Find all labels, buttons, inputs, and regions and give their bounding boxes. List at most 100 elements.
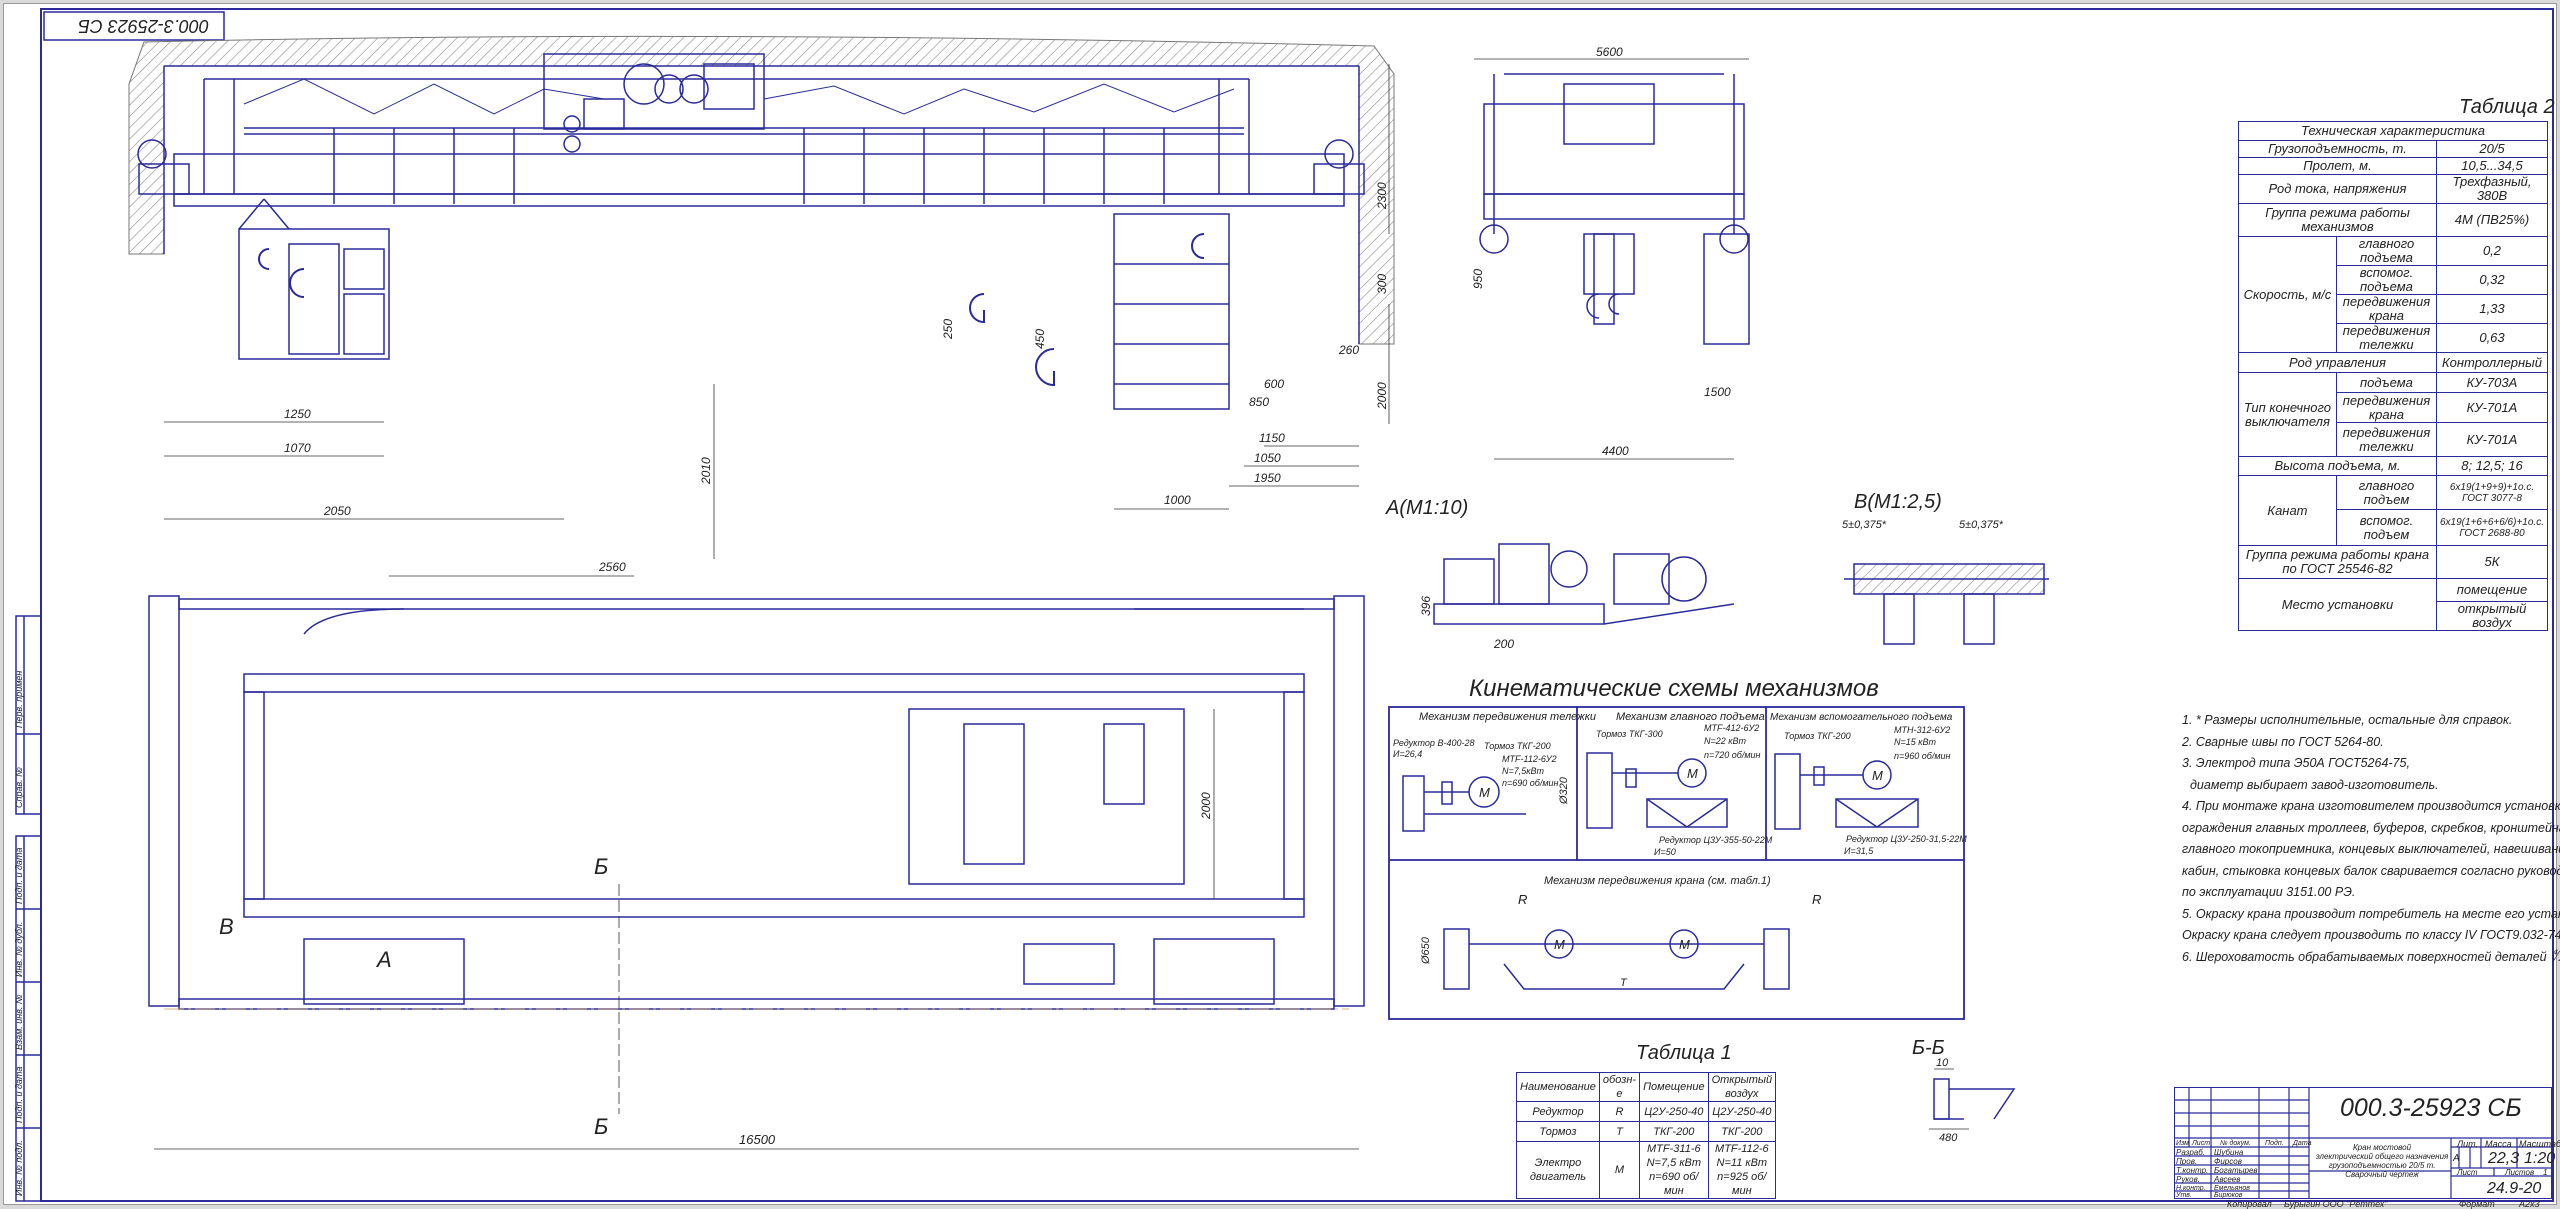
scheme-label: Ø320 xyxy=(1558,776,1570,805)
dim: 200 xyxy=(1493,637,1514,651)
spec-value: помещение xyxy=(2436,578,2548,602)
spec-value: 20/5 xyxy=(2436,140,2548,158)
spec-label: Скорость, м/с xyxy=(2238,236,2337,353)
spec-sublabel: передвижения тележки xyxy=(2335,323,2438,353)
col-header: Подп. xyxy=(2265,1140,2284,1147)
spec-sublabel: передвижения крана xyxy=(2335,392,2438,423)
dim: 2000 xyxy=(1199,792,1213,820)
title-drawing-number: 000.3-25923 СБ xyxy=(2340,1094,2522,1122)
note-line: Окраску крана следует производить по кла… xyxy=(2182,928,2560,942)
role-name: Богатырев xyxy=(2214,1166,2258,1175)
spec-value: КУ-701А xyxy=(2436,392,2548,423)
spec-label: Тип конечного выключателя xyxy=(2238,372,2337,457)
trolley-plan xyxy=(908,708,1185,885)
section-bb-drawing xyxy=(1929,1068,2016,1130)
scheme-label: МТF-412-6У2 xyxy=(1704,723,1759,733)
spec-label: Высота подъема, м. xyxy=(2238,456,2437,476)
dim: 1070 xyxy=(284,441,311,455)
side-dimension-lines xyxy=(164,64,1390,577)
scheme-label: N=15 кВт xyxy=(1894,737,1937,747)
scheme-label: N=22 кВт xyxy=(1704,736,1747,746)
view-mark: В xyxy=(219,914,234,939)
note-line: 2. Сварные швы по ГОСТ 5264-80. xyxy=(2182,734,2384,749)
drawing-sheet: Перв. примен Справ. № Подп. и дата Инв. … xyxy=(3,3,2560,1209)
dim: 1950 xyxy=(1254,471,1281,485)
title-block: 000.3-25923 СБ Кран мостовой электрическ… xyxy=(2174,1087,2560,1199)
spec-label: Группа режима работы крана по ГОСТ 25546… xyxy=(2238,545,2437,579)
scheme-label: n=720 об/мин xyxy=(1704,750,1761,760)
spec-sublabel: главного подъем xyxy=(2335,475,2438,510)
dim: 4400 xyxy=(1602,444,1629,458)
table-header: Открытый воздух xyxy=(1707,1072,1777,1102)
aux-hoist-scheme-title: Механизм вспомогательного подъема xyxy=(1770,712,1953,723)
table-header: Наименование xyxy=(1516,1072,1600,1102)
dim: 1250 xyxy=(284,407,311,421)
motor-symbol: M xyxy=(1554,937,1565,952)
lit-label: Лит. xyxy=(2457,1139,2479,1149)
spec-value: КУ-703А xyxy=(2436,372,2548,393)
description-line: Кран мостовой xyxy=(2352,1143,2412,1152)
scheme-label: N=7,5кВт xyxy=(1502,766,1545,776)
spec-value: открытый воздух xyxy=(2436,601,2548,631)
spec-label: Грузоподъемность, т. xyxy=(2238,140,2437,158)
spec-sublabel: вспомог. подъема xyxy=(2335,265,2438,295)
spec-sublabel: главного подъема xyxy=(2335,236,2438,266)
cell: T xyxy=(1598,1121,1641,1142)
cell: Редуктор xyxy=(1516,1101,1600,1122)
description-line: Сварочный чертеж xyxy=(2345,1170,2419,1179)
spec-value: 8; 12,5; 16 xyxy=(2436,456,2548,476)
scheme-label: Тормоз ТКГ-300 xyxy=(1596,729,1663,739)
note-line: по эксплуатации 3151.00 РЭ. xyxy=(2182,885,2356,899)
dim: 850 xyxy=(1249,395,1269,409)
kinematic-symbols xyxy=(1402,752,1919,990)
spec-value: 0,32 xyxy=(2436,265,2548,295)
scheme-label: Редуктор В-400-28 xyxy=(1393,738,1474,748)
strip-label: Инв. № дубл. xyxy=(14,922,24,977)
cell: Электро двигатель xyxy=(1516,1141,1600,1199)
view-a-title: А(М1:10) xyxy=(1385,497,1468,519)
crane-end-view xyxy=(1474,58,1750,460)
strip-label: Справ. № xyxy=(14,767,24,808)
kinematics-title: Кинематические схемы механизмов xyxy=(1469,675,1879,702)
role-name: Бирюков xyxy=(2214,1192,2243,1199)
ceiling-hatch xyxy=(128,35,1395,345)
strip-label: Подп. и дата xyxy=(14,848,24,904)
scheme-label: Тормоз ТКГ-200 xyxy=(1484,741,1551,751)
railing-posts xyxy=(333,128,1165,204)
plan-view-labels: 16500 2000 Б Б В А xyxy=(219,792,1213,1147)
hooks xyxy=(258,233,1205,387)
role-label: Утв. xyxy=(2176,1192,2192,1199)
sheet-label: Лист xyxy=(2457,1168,2478,1177)
side-strip-labels: Перв. примен Справ. № Подп. и дата Инв. … xyxy=(14,671,24,1196)
note-line: ограждения главных троллеев, буферов, ск… xyxy=(2182,820,2560,835)
spec-value: 6х19(1+9+9)+1о.с. ГОСТ 3077-8 xyxy=(2436,475,2548,510)
strip-label: Перв. примен xyxy=(14,671,24,728)
motor-symbol: M xyxy=(1687,766,1698,781)
scheme-label: n=960 об/мин xyxy=(1894,751,1951,761)
section-bb-labels: Б-Б 10 480 xyxy=(1912,1037,1958,1144)
role-label: Н.контр. xyxy=(2176,1185,2206,1192)
spec-value: Трехфазный, 380В xyxy=(2436,174,2548,204)
spec-sublabel: передвижения тележки xyxy=(2335,422,2438,457)
format-label: Формат xyxy=(2459,1199,2495,1209)
table-header: обозн-е xyxy=(1598,1072,1641,1102)
motor-symbol: M xyxy=(1479,785,1490,800)
scheme-label: R xyxy=(1812,892,1821,907)
organization-code: 24.9-20 xyxy=(2487,1180,2542,1197)
sheets-value: 1 xyxy=(2543,1168,2548,1177)
view-b-title: В(М1:2,5) xyxy=(1854,491,1942,513)
dim: 5600 xyxy=(1596,45,1623,59)
mass-label: Масса xyxy=(2485,1139,2512,1149)
role-label: Т.контр. xyxy=(2176,1166,2209,1175)
dim: 600 xyxy=(1264,377,1284,391)
role-name: Фирсов xyxy=(2214,1157,2242,1166)
cabin xyxy=(238,198,390,360)
crane-plan-view xyxy=(148,595,1365,1150)
spec-value: 6х19(1+6+6+6/6)+1о.с. ГОСТ 2688-80 xyxy=(2436,509,2548,546)
drawing-frame xyxy=(40,8,2554,1202)
scale-label: Масштаб xyxy=(2519,1139,2560,1149)
cell: Тормоз xyxy=(1516,1121,1600,1142)
title-block-grid xyxy=(2174,1087,2552,1199)
